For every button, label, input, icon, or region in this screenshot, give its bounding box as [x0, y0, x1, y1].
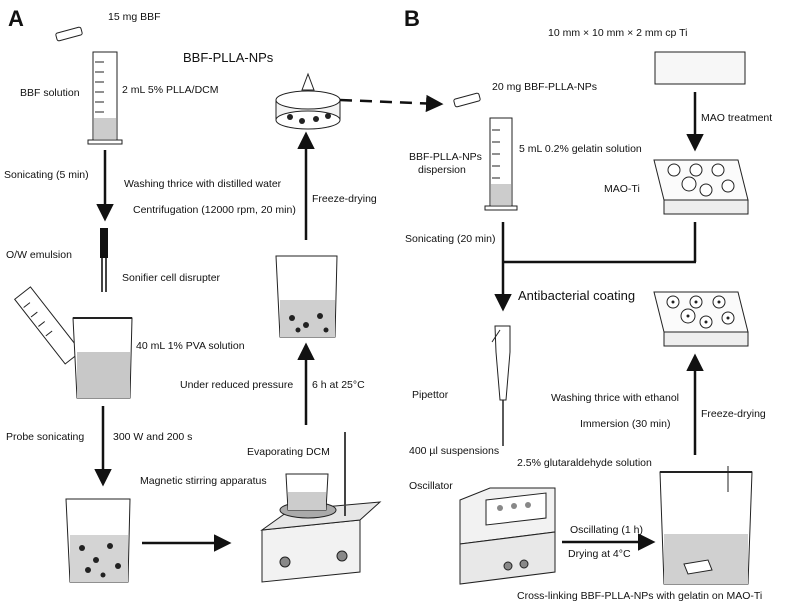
oscillator-icon — [459, 487, 556, 585]
product-label: BBF-PLLA-NPs — [183, 50, 274, 65]
mao-ti-plate-icon — [653, 159, 749, 215]
immersion-label: Immersion (30 min) — [580, 418, 670, 430]
coated-plate-icon — [653, 291, 749, 347]
sonifier-label: Sonifier cell disrupter — [122, 272, 221, 284]
plla-dcm-label: 2 mL 5% PLLA/DCM — [122, 84, 218, 96]
suspensions-label: 400 µl suspensions — [409, 445, 499, 457]
pipettor-icon — [491, 325, 511, 446]
bbf-amount-label: 15 mg BBF — [108, 11, 161, 23]
pva-solution-label: 40 mL 1% PVA solution — [136, 340, 245, 352]
antibacterial-label: Antibacterial coating — [518, 288, 635, 303]
oscillator-label: Oscillator — [409, 480, 453, 492]
drying-label: Drying at 4°C — [568, 548, 631, 560]
tilted-cylinder-icon — [13, 286, 82, 365]
ow-emulsion-label: O/W emulsion — [6, 249, 72, 261]
panel-b-letter: B — [404, 6, 420, 31]
panel-a-letter: A — [8, 6, 24, 31]
dashed-connector — [339, 94, 444, 113]
ti-plate-icon — [654, 51, 746, 85]
pipettor-label: Pipettor — [412, 389, 449, 401]
gelatin-label: 5 mL 0.2% gelatin solution — [519, 143, 642, 155]
centrifugation-label: Centrifugation (12000 rpm, 20 min) — [133, 204, 296, 216]
dispersion-label-1: BBF-PLLA-NPs — [409, 151, 482, 163]
magnetic-stirrer-icon — [260, 432, 382, 583]
beaker-emulsion-icon — [65, 498, 131, 583]
washing-ethanol-label: Washing thrice with ethanol — [551, 392, 679, 404]
sonicating-label: Sonicating (5 min) — [4, 169, 89, 181]
beaker-evaporated-icon — [275, 255, 338, 338]
temp-time-label: 6 h at 25°C — [312, 379, 365, 391]
cylinder-gelatin-icon — [484, 117, 518, 211]
mao-ti-label: MAO-Ti — [604, 183, 640, 195]
mao-treatment-label: MAO treatment — [701, 112, 772, 124]
bbf-vial-icon — [55, 26, 83, 42]
beaker-pva-icon — [72, 317, 133, 399]
beaker-glutaraldehyde-icon — [659, 466, 753, 585]
freeze-drying-b-label: Freeze-drying — [701, 408, 766, 420]
dispersion-label-2: dispersion — [418, 164, 466, 176]
ti-size-label: 10 mm × 10 mm × 2 mm cp Ti — [548, 27, 687, 39]
glutaraldehyde-label: 2.5% glutaraldehyde solution — [517, 457, 652, 469]
sonicating-b-label: Sonicating (20 min) — [405, 233, 495, 245]
magnetic-stirring-label: Magnetic stirring apparatus — [140, 475, 267, 487]
freeze-drying-a-label: Freeze-drying — [312, 193, 377, 205]
sonifier-probe-icon — [100, 228, 108, 292]
graduated-cylinder-icon — [87, 51, 123, 145]
bbf-solution-label: BBF solution — [20, 87, 80, 99]
washing-water-label: Washing thrice with distilled water — [124, 178, 282, 190]
power-time-label: 300 W and 200 s — [113, 431, 192, 443]
product-dish-icon — [275, 72, 341, 130]
nps-vial-icon — [453, 92, 481, 108]
probe-sonicating-label: Probe sonicating — [6, 431, 84, 443]
crosslinking-label: Cross-linking BBF-PLLA-NPs with gelatin … — [517, 590, 762, 602]
reduced-pressure-label: Under reduced pressure — [180, 379, 293, 391]
nps-amount-label: 20 mg BBF-PLLA-NPs — [492, 81, 597, 93]
evaporating-label: Evaporating DCM — [247, 446, 330, 458]
oscillating-label: Oscillating (1 h) — [570, 524, 643, 536]
